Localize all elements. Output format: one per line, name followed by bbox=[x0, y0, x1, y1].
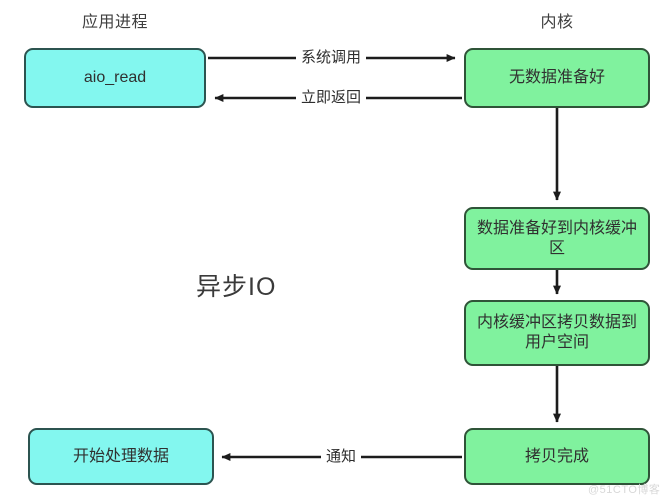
diagram-title: 异步IO bbox=[196, 273, 277, 301]
watermark: @51CTO博客 bbox=[588, 484, 661, 496]
node-copy-kernel-to-user[interactable]: 内核缓冲区拷贝数据到用户空间 bbox=[464, 300, 650, 366]
edge-label-syscall: 系统调用 bbox=[296, 49, 367, 67]
node-aio-read[interactable]: aio_read bbox=[24, 48, 206, 108]
edge-label-notify: 通知 bbox=[321, 448, 362, 466]
lane-label-app: 应用进程 bbox=[81, 14, 148, 31]
node-start-processing-data[interactable]: 开始处理数据 bbox=[28, 428, 214, 485]
node-no-data-ready[interactable]: 无数据准备好 bbox=[464, 48, 650, 108]
node-data-ready-kernel-buffer[interactable]: 数据准备好到内核缓冲区 bbox=[464, 207, 650, 270]
lane-label-kernel: 内核 bbox=[540, 14, 574, 31]
edge-label-return-immediately: 立即返回 bbox=[296, 89, 367, 107]
node-copy-complete[interactable]: 拷贝完成 bbox=[464, 428, 650, 485]
